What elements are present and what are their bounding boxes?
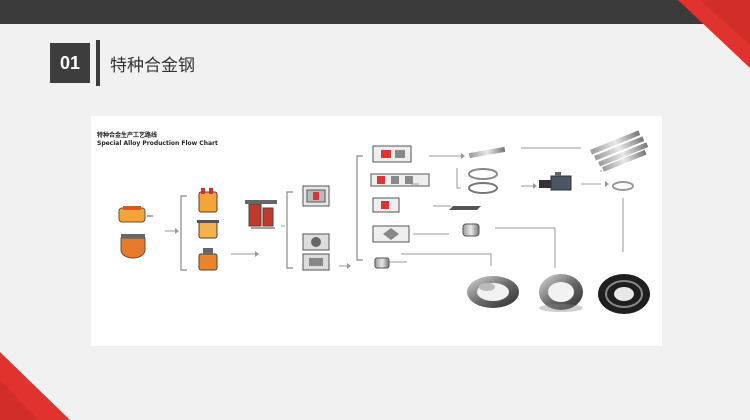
coil-product bbox=[598, 274, 650, 314]
forging-group bbox=[302, 185, 330, 271]
bar-stock bbox=[590, 130, 649, 172]
rolling-group bbox=[370, 145, 430, 243]
top-bar bbox=[0, 0, 750, 24]
flow-chart-graphic bbox=[118, 130, 650, 314]
corner-accent-bottom-left-shade bbox=[0, 380, 38, 420]
products-group bbox=[374, 146, 506, 269]
flow-chart-title: 特种合金生产工艺路线 Special Alloy Production Flow… bbox=[97, 132, 218, 148]
slide-title: 特种合金钢 bbox=[110, 55, 195, 76]
section-number: 01 bbox=[50, 43, 90, 83]
refining-group bbox=[197, 188, 219, 271]
section-number-bar bbox=[96, 40, 100, 86]
flow-chart-title-cn: 特种合金生产工艺路线 bbox=[97, 132, 158, 139]
flow-chart-title-en: Special Alloy Production Flow Chart bbox=[97, 140, 218, 147]
flow-chart-image: 特种合金生产工艺路线 Special Alloy Production Flow… bbox=[91, 116, 662, 346]
heat-treatment-equipment bbox=[539, 172, 572, 191]
ring-product-1 bbox=[467, 276, 519, 308]
slide-header: 01 特种合金钢 bbox=[50, 40, 195, 86]
furnace-group-1 bbox=[118, 206, 153, 259]
corner-accent-top-right-shade bbox=[700, 0, 750, 45]
casting-group bbox=[245, 200, 277, 229]
ring-product-2 bbox=[539, 274, 583, 312]
